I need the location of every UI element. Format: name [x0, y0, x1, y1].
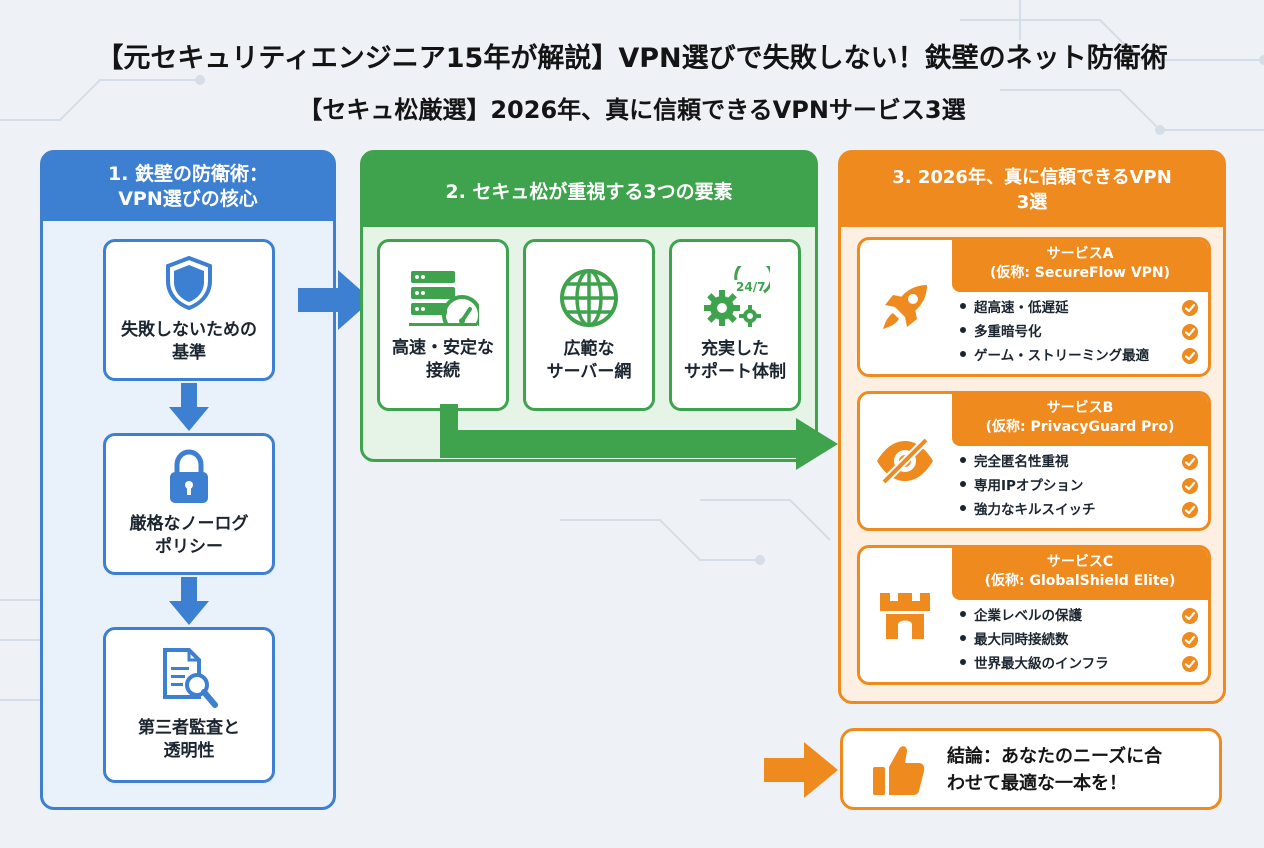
- service-c-details: サービスC (仮称: GlobalShield Elite) 企業レベルの保護 …: [952, 548, 1208, 682]
- check-icon: [1182, 632, 1198, 648]
- check-icon: [1182, 478, 1198, 494]
- panel-top3-vpn: 3. 2026年、真に信頼できるVPN 3選 サービスA (仮称: Secure…: [838, 150, 1226, 704]
- service-c-header: サービスC (仮称: GlobalShield Elite): [952, 548, 1208, 600]
- page-title: 【元セキュリティエンジニア15年が解説】VPN選びで失敗しない！鉄壁のネット防衛…: [96, 43, 1168, 74]
- service-a-header: サービスA (仮称: SecureFlow VPN): [952, 240, 1208, 292]
- panel2-heading-text: 2. セキュ松が重視する3つの要素: [445, 180, 733, 203]
- feature-item: 世界最大級のインフラ: [952, 652, 1208, 676]
- support-card: 24/7 充実した サポート体制: [669, 239, 801, 411]
- no-log-policy-label: 厳格なノーログ ポリシー: [129, 514, 249, 557]
- no-log-policy-card: 厳格なノーログ ポリシー: [103, 433, 275, 575]
- shield-icon: [166, 255, 212, 311]
- lock-icon: [170, 449, 208, 503]
- service-c-name: サービスC: [1046, 554, 1114, 570]
- panel3-heading-text: 3. 2026年、真に信頼できるVPN 3選: [892, 167, 1172, 213]
- feature-item: 企業レベルの保護: [952, 604, 1208, 628]
- criteria-card: 失敗しないための 基準: [103, 239, 275, 381]
- panel-vpn-core: 1. 鉄壁の防衛術： VPN選びの核心 失敗しないための 基準 厳格なノーログ …: [40, 150, 336, 810]
- feature-item: 強力なキルスイッチ: [952, 498, 1208, 522]
- feature-item: 完全匿名性重視: [952, 450, 1208, 474]
- feature-label: 世界最大級のインフラ: [974, 656, 1109, 672]
- castle-icon: [880, 593, 930, 639]
- service-a-details: サービスA (仮称: SecureFlow VPN) 超高速・低遅延 多重暗号化…: [952, 240, 1208, 374]
- service-a-icon-area: [860, 240, 950, 374]
- audit-transparency-card: 第三者監査と 透明性: [103, 627, 275, 783]
- support-badge: 24/7: [736, 280, 765, 294]
- connector-arrow-icon: [440, 404, 838, 470]
- support-label: 充実した サポート体制: [684, 339, 786, 382]
- feature-label: ゲーム・ストリーミング最適: [974, 348, 1150, 364]
- gears-24-7-icon: 24/7: [704, 266, 770, 327]
- conclusion-box: 結論：あなたのニーズに合 わせて最適な一本を！: [840, 728, 1222, 810]
- server-network-label: 広範な サーバー網: [546, 339, 632, 382]
- service-b-header: サービスB (仮称: PrivacyGuard Pro): [952, 394, 1208, 446]
- feature-item: 多重暗号化: [952, 320, 1208, 344]
- check-icon: [1182, 656, 1198, 672]
- feature-item: ゲーム・ストリーミング最適: [952, 344, 1208, 368]
- panel-key-factors: 2. セキュ松が重視する3つの要素 高速・安定な 接続 広範な サーバー網: [360, 150, 818, 462]
- feature-label: 多重暗号化: [974, 324, 1042, 340]
- check-icon: [1182, 502, 1198, 518]
- fast-stable-label: 高速・安定な 接続: [392, 338, 494, 381]
- eye-slash-icon: [877, 437, 933, 485]
- service-b-name: サービスB: [1046, 400, 1114, 416]
- document-search-icon: [163, 648, 218, 708]
- audit-transparency-label: 第三者監査と 透明性: [138, 718, 240, 761]
- thumbs-up-icon: [873, 746, 925, 795]
- service-b-icon-area: [860, 394, 950, 528]
- service-a-name: サービスA: [1046, 246, 1114, 262]
- down-arrow-icon: [169, 383, 209, 431]
- service-c-icon-area: [860, 548, 950, 682]
- globe-icon: [560, 269, 618, 327]
- feature-label: 最大同時接続数: [974, 632, 1069, 648]
- feature-label: 強力なキルスイッチ: [974, 502, 1096, 518]
- conclusion-text: 結論：あなたのニーズに合 わせて最適な一本を！: [947, 746, 1163, 794]
- down-arrow-icon: [169, 577, 209, 625]
- service-b-alias: (仮称: PrivacyGuard Pro): [985, 419, 1175, 435]
- feature-item: 超高速・低遅延: [952, 296, 1208, 320]
- service-b-details: サービスB (仮称: PrivacyGuard Pro) 完全匿名性重視 専用I…: [952, 394, 1208, 528]
- feature-label: 超高速・低遅延: [974, 300, 1069, 316]
- service-b-card: サービスB (仮称: PrivacyGuard Pro) 完全匿名性重視 専用I…: [857, 391, 1211, 531]
- panel1-heading-text: 1. 鉄壁の防衛術： VPN選びの核心: [107, 163, 269, 210]
- server-network-card: 広範な サーバー網: [523, 239, 655, 411]
- conclusion-arrow-icon: [764, 742, 838, 798]
- feature-label: 企業レベルの保護: [974, 608, 1082, 624]
- feature-label: 完全匿名性重視: [974, 454, 1069, 470]
- server-speed-icon: [409, 271, 479, 327]
- check-icon: [1182, 300, 1198, 316]
- check-icon: [1182, 348, 1198, 364]
- rocket-icon: [883, 285, 927, 329]
- check-icon: [1182, 608, 1198, 624]
- check-icon: [1182, 454, 1198, 470]
- service-c-alias: (仮称: GlobalShield Elite): [984, 573, 1176, 589]
- feature-label: 専用IPオプション: [974, 478, 1084, 494]
- service-a-alias: (仮称: SecureFlow VPN): [989, 265, 1171, 281]
- feature-item: 専用IPオプション: [952, 474, 1208, 498]
- check-icon: [1182, 324, 1198, 340]
- service-a-card: サービスA (仮称: SecureFlow VPN) 超高速・低遅延 多重暗号化…: [857, 237, 1211, 377]
- service-c-card: サービスC (仮称: GlobalShield Elite) 企業レベルの保護 …: [857, 545, 1211, 685]
- right-arrow-icon: [298, 270, 372, 330]
- panel2-heading: 2. セキュ松が重視する3つの要素: [363, 153, 815, 227]
- feature-item: 最大同時接続数: [952, 628, 1208, 652]
- criteria-label: 失敗しないための 基準: [121, 320, 257, 363]
- page-subtitle: 【セキュ松厳選】2026年、真に信頼できるVPNサービス3選: [298, 96, 966, 124]
- panel3-heading: 3. 2026年、真に信頼できるVPN 3選: [841, 153, 1223, 227]
- panel1-heading: 1. 鉄壁の防衛術： VPN選びの核心: [43, 153, 333, 221]
- fast-stable-card: 高速・安定な 接続: [377, 239, 509, 411]
